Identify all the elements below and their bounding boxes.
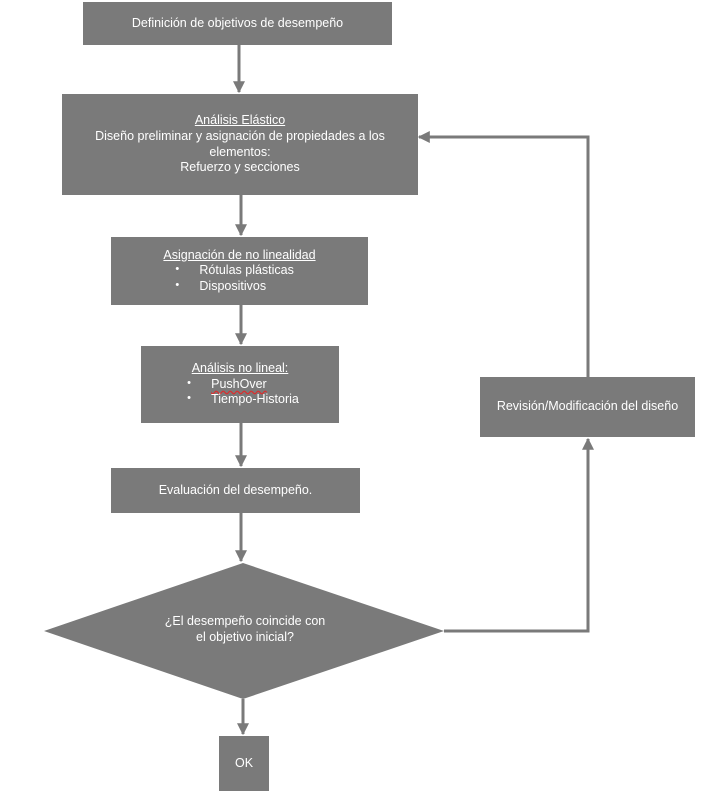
node-nonlinearity-item: Rótulas plásticas — [169, 263, 315, 279]
node-objectives-label: Definición de objetivos de desempeño — [131, 15, 344, 30]
node-nonlinear-item: PushOver — [181, 377, 299, 393]
node-revision-label: Revisión/Modificación del diseño — [496, 399, 679, 414]
node-nonlinear-item: Tiempo-Historia — [181, 392, 299, 408]
node-elastic-title: Análisis Elástico — [194, 113, 286, 128]
node-objectives: Definición de objetivos de desempeño — [83, 2, 392, 45]
node-elastic-analysis: Análisis Elástico Diseño preliminar y as… — [62, 94, 418, 195]
node-nonlinear-item-text: PushOver — [211, 376, 267, 391]
arrow-decision-to-revision — [444, 437, 594, 633]
node-evaluation-label: Evaluación del desempeño. — [158, 482, 313, 497]
node-nonlinear-title: Análisis no lineal: — [191, 361, 289, 376]
node-nonlinearity: Asignación de no linealidad Rótulas plás… — [111, 237, 368, 305]
arrow-revision-to-elastic — [417, 131, 590, 377]
node-nonlinear-analysis: Análisis no lineal: PushOver Tiempo-Hist… — [141, 346, 339, 423]
node-elastic-line1: Diseño preliminar y asignación de propie… — [95, 128, 385, 159]
decision-line1: ¿El desempeño coincide con — [164, 614, 326, 628]
node-ok: OK — [219, 736, 269, 791]
decision-diamond — [44, 563, 444, 699]
node-revision: Revisión/Modificación del diseño — [480, 377, 695, 437]
node-nonlinearity-title: Asignación de no linealidad — [163, 247, 316, 262]
node-ok-label: OK — [234, 755, 254, 770]
node-evaluation: Evaluación del desempeño. — [111, 468, 360, 513]
decision-label: ¿El desempeño coincide con el objetivo i… — [130, 613, 360, 646]
decision-line2: el objetivo inicial? — [196, 630, 294, 645]
node-nonlinearity-item: Dispositivos — [169, 279, 315, 295]
node-elastic-line2: Refuerzo y secciones — [180, 160, 300, 175]
